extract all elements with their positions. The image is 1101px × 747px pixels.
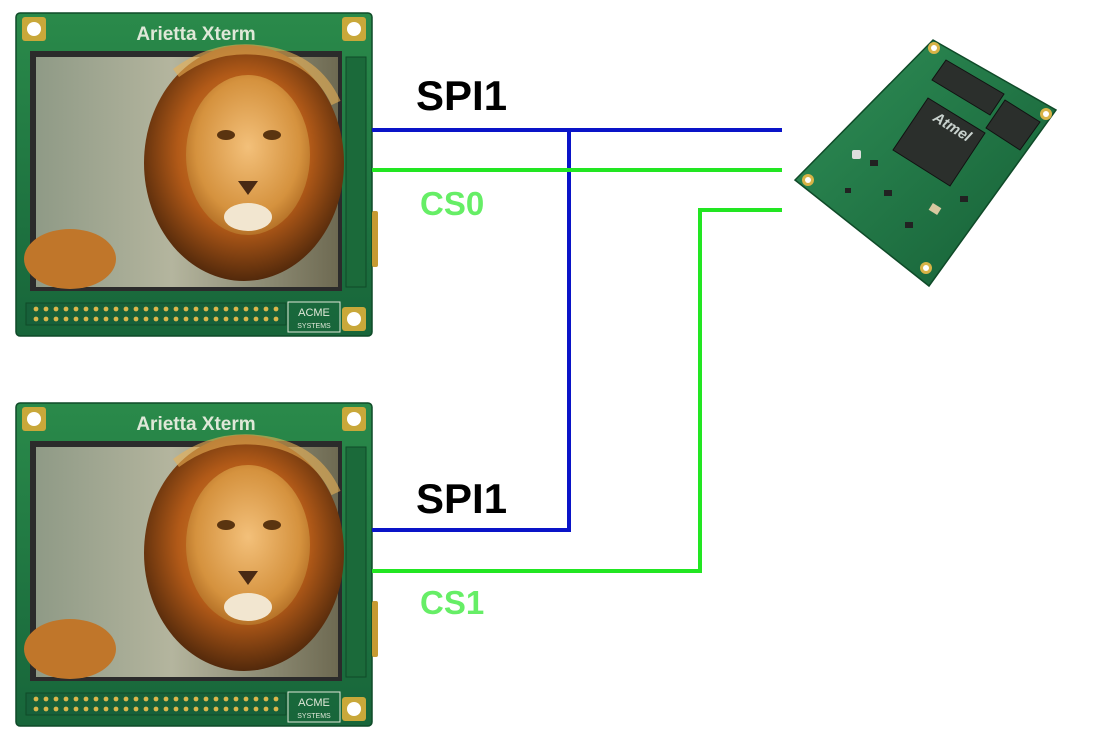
- xterm-board-bottom: Arietta Xterm: [15, 402, 378, 727]
- lion-image: [24, 44, 344, 289]
- mounting-pad-icon: [1040, 108, 1052, 120]
- acme-logo-bottom: SYSTEMS: [297, 713, 331, 720]
- mounting-pad-icon: [928, 42, 940, 54]
- lion-image: [24, 434, 344, 679]
- spi-label-top: SPI1: [416, 72, 507, 119]
- mounting-hole-icon: [342, 307, 366, 331]
- cpu-module: Atmel: [793, 39, 1058, 288]
- cs1-wire: [372, 208, 782, 573]
- board-title: Arietta Xterm: [136, 414, 255, 435]
- acme-logo-bottom: SYSTEMS: [297, 323, 331, 330]
- mounting-hole-icon: [22, 407, 46, 431]
- cs-wires: [372, 168, 782, 573]
- spi-label-bottom: SPI1: [416, 475, 507, 522]
- mounting-hole-icon: [342, 17, 366, 41]
- lcd-display: [24, 434, 344, 681]
- pin-header: [25, 302, 287, 326]
- mounting-hole-icon: [342, 697, 366, 721]
- cs0-label: CS0: [420, 185, 484, 222]
- lcd-display: [24, 44, 344, 291]
- board-title: Arietta Xterm: [136, 24, 255, 45]
- mounting-pad-icon: [920, 262, 932, 274]
- acme-logo-top: ACME: [298, 307, 330, 319]
- mounting-hole-icon: [342, 407, 366, 431]
- cs1-label: CS1: [420, 584, 484, 621]
- acme-logo: ACME SYSTEMS: [287, 301, 341, 333]
- mounting-hole-icon: [22, 17, 46, 41]
- xterm-board-top: Arietta Xterm: [15, 12, 378, 337]
- soc-chip: Atmel: [892, 97, 986, 187]
- mounting-pad-icon: [802, 174, 814, 186]
- acme-logo-top: ACME: [298, 697, 330, 709]
- spi-wires: [372, 128, 782, 532]
- spi-wire-bottom: [372, 130, 571, 532]
- acme-logo: ACME SYSTEMS: [287, 691, 341, 723]
- pin-header: [25, 692, 287, 716]
